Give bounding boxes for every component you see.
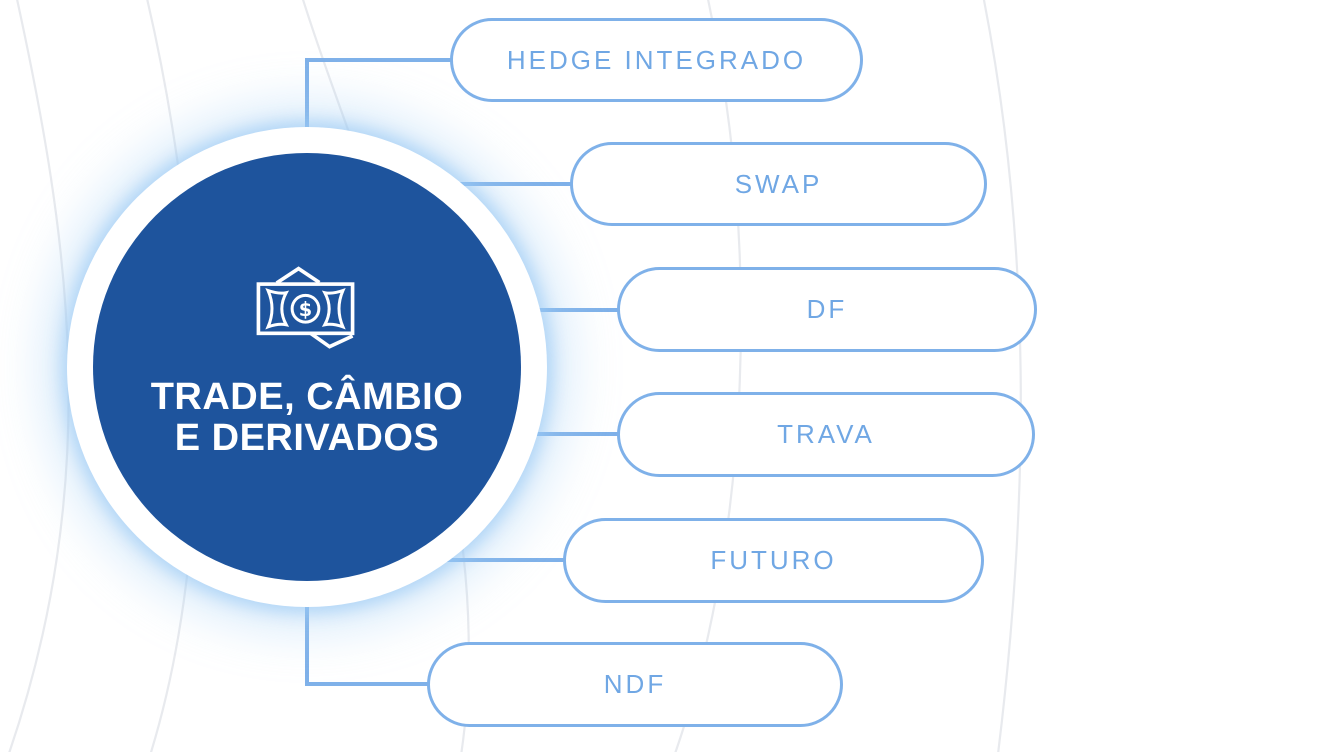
connector-hedge-integrado bbox=[305, 58, 455, 62]
connector-swap bbox=[418, 182, 576, 186]
node-futuro-label: FUTURO bbox=[710, 545, 837, 575]
dollar-sign: $ bbox=[299, 298, 312, 321]
node-ndf: NDF bbox=[427, 642, 843, 727]
node-df: DF bbox=[617, 267, 1037, 352]
center-title-line1: TRADE, CÂMBIO bbox=[150, 376, 464, 418]
center-node-circle bbox=[93, 153, 521, 581]
banknotes-dollar-icon: $ bbox=[256, 266, 355, 349]
center-node: $ TRADE, CÂMBIO E DERIVADOS bbox=[67, 127, 547, 607]
node-trava: TRAVA bbox=[617, 392, 1035, 477]
node-df-label: DF bbox=[806, 294, 848, 324]
node-hedge-integrado: HEDGE INTEGRADO bbox=[450, 18, 863, 102]
center-title-line2: E DERIVADOS bbox=[174, 417, 440, 459]
node-swap: SWAP bbox=[570, 142, 987, 226]
node-swap-label: SWAP bbox=[734, 168, 823, 199]
connector-ndf bbox=[305, 682, 433, 686]
node-ndf-label: NDF bbox=[603, 669, 667, 699]
connector-futuro bbox=[418, 558, 570, 562]
node-futuro: FUTURO bbox=[563, 518, 984, 603]
node-hedge-integrado-label: HEDGE INTEGRADO bbox=[506, 44, 807, 75]
center-node-title: TRADE, CÂMBIO E DERIVADOS bbox=[67, 377, 547, 459]
connector-df bbox=[468, 308, 624, 312]
connector-trava bbox=[468, 432, 624, 436]
node-trava-label: TRAVA bbox=[777, 419, 875, 449]
